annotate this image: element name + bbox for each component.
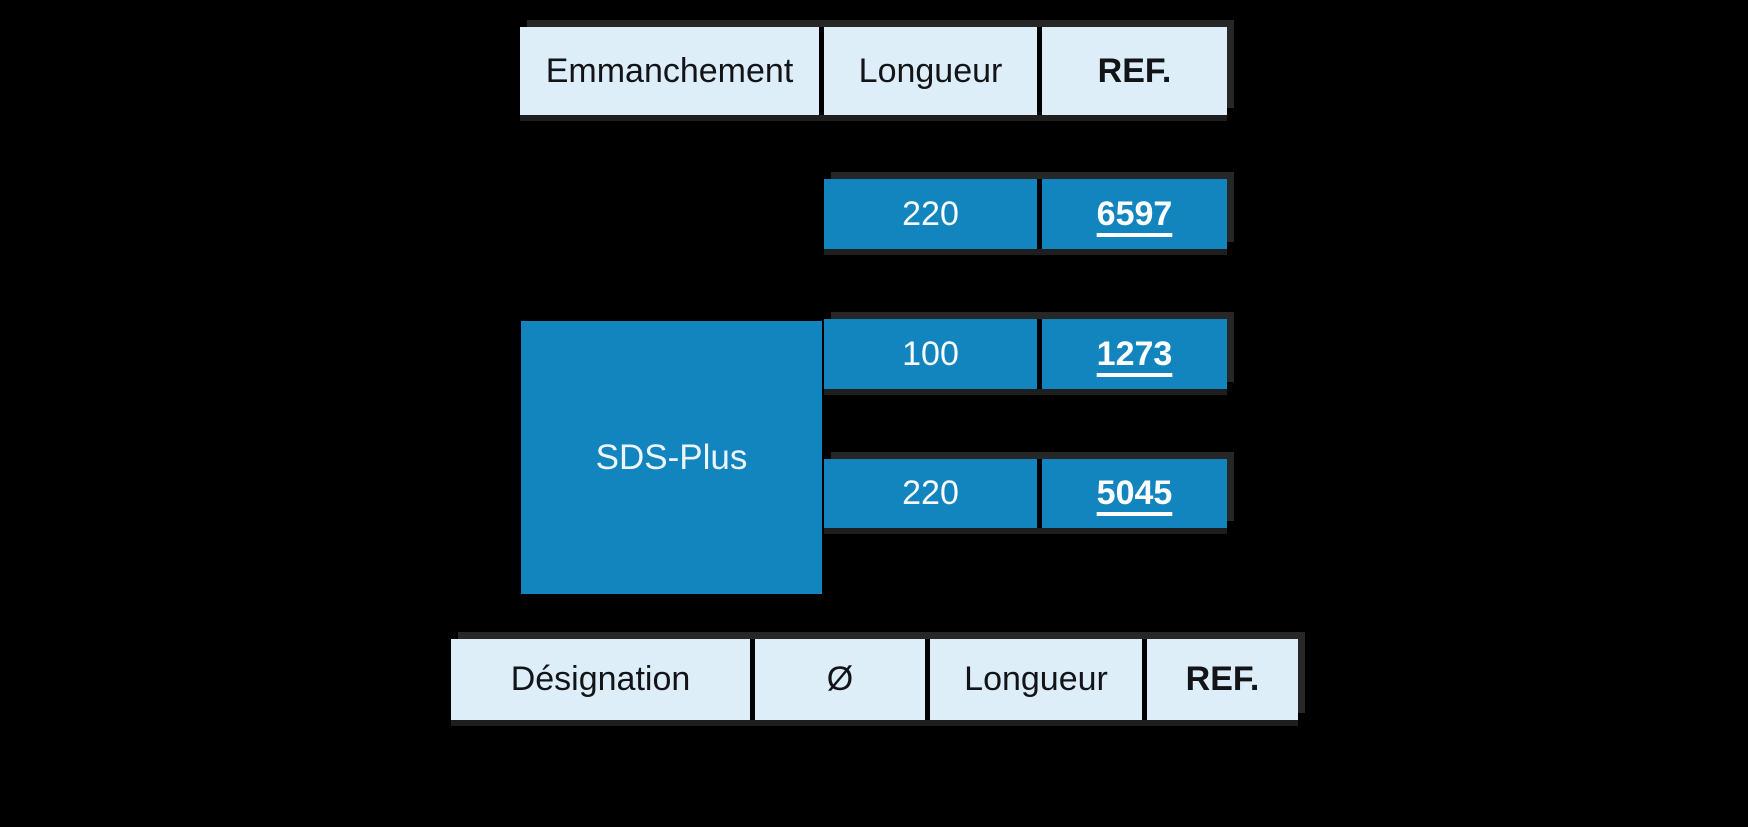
emmanchement-value-cell: SDS-Plus	[521, 321, 822, 594]
ref-link[interactable]: 6597	[1096, 194, 1173, 233]
top-table-header: Emmanchement Longueur REF.	[520, 27, 1227, 115]
column-header-designation: Désignation	[451, 639, 750, 720]
longueur-value: 100	[824, 319, 1037, 389]
column-header-longueur: Longueur	[824, 27, 1037, 115]
column-header-ref: REF.	[1147, 639, 1298, 720]
column-header-ref: REF.	[1042, 27, 1227, 115]
column-header-longueur: Longueur	[930, 639, 1142, 720]
table-row: 100 1273	[824, 319, 1227, 389]
longueur-value: 220	[824, 179, 1037, 249]
table-row: 220 6597	[824, 179, 1227, 249]
bottom-table-header: Désignation Ø Longueur REF.	[451, 639, 1298, 720]
ref-link[interactable]: 5045	[1096, 474, 1173, 512]
column-header-emmanchement: Emmanchement	[520, 27, 819, 115]
table-row: 220 5045	[824, 459, 1227, 528]
longueur-value: 220	[824, 459, 1037, 528]
column-header-diameter: Ø	[755, 639, 925, 720]
ref-link[interactable]: 1273	[1096, 334, 1173, 373]
